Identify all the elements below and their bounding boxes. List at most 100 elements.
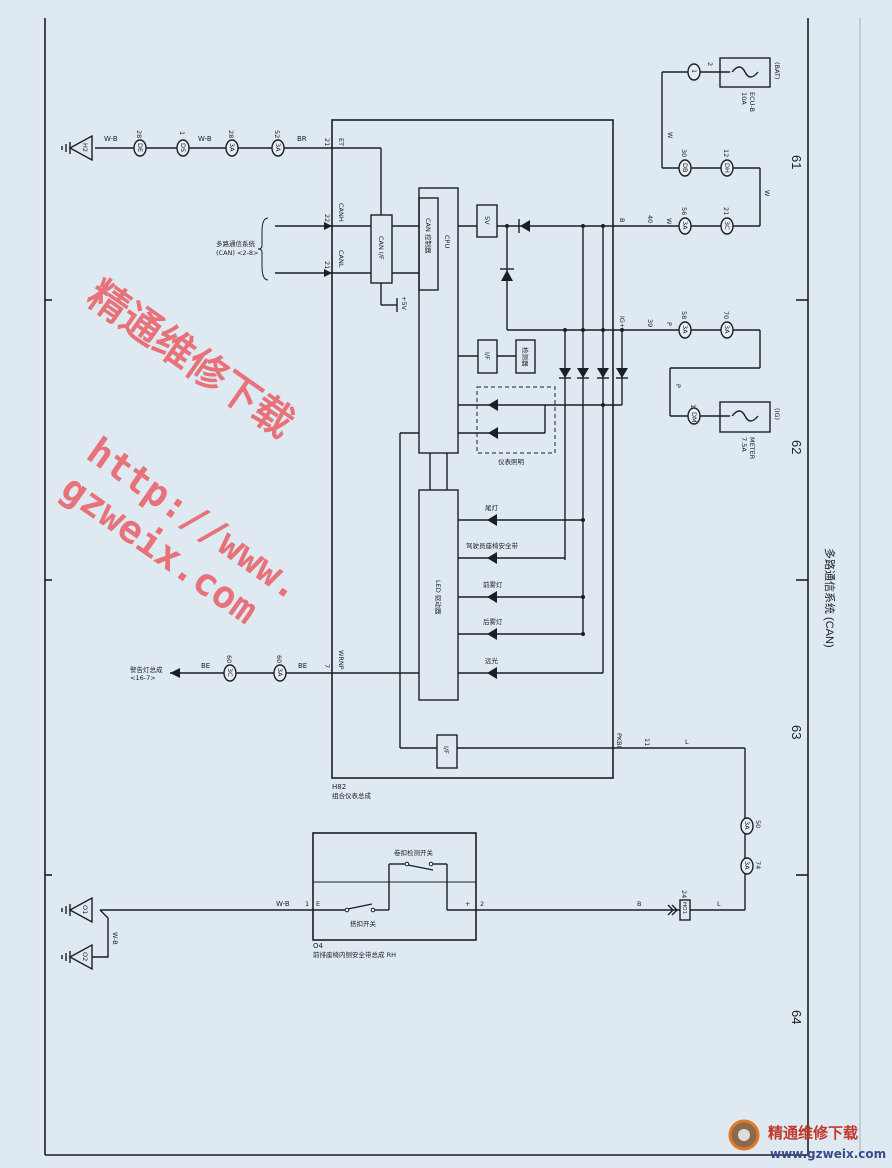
connector-id: DE — [136, 143, 144, 152]
connector-pin: 70 — [722, 311, 730, 319]
connector-pin: 12 — [722, 149, 730, 157]
wire-label: W — [666, 132, 674, 139]
led-label-front-fog: 前雾灯 — [483, 580, 503, 589]
fuse-name: METER — [748, 437, 756, 460]
wire-label: P — [674, 384, 682, 388]
pin-number: 39 — [646, 319, 654, 327]
logo: 精通维修下载 www.gzweix.com — [728, 1119, 886, 1161]
connector-id: 3A — [743, 821, 751, 830]
connector-pin: 52 — [273, 130, 281, 138]
can-controller-box — [418, 197, 439, 291]
led-driver-label: LED 驱动器 — [434, 580, 442, 615]
plus-5v-label: +5V — [400, 296, 408, 311]
page-title: 多路通信系统 (CAN) — [823, 548, 837, 648]
indicator-leds — [458, 514, 603, 679]
fuse-icon — [731, 410, 759, 422]
logo-cn: 精通维修下载 — [768, 1124, 858, 1142]
page-number-63: 63 — [789, 725, 804, 739]
connector-ds-icon — [176, 139, 190, 157]
connector-pin: 1 — [178, 131, 186, 135]
connector-de-icon — [133, 139, 147, 157]
connector-id: DS — [179, 143, 187, 152]
fuse-name: ECU-B — [748, 92, 756, 112]
switch-upper-label: 卷扣检测开关 — [394, 848, 434, 857]
connector-id: 3A — [723, 325, 731, 334]
connector-3a-52-icon — [271, 139, 285, 157]
led-label-tail: 尾灯 — [485, 503, 499, 512]
page-frame — [44, 18, 861, 1156]
pin-number: 21 — [323, 261, 331, 269]
connector-pin: 1 — [689, 404, 697, 408]
logo-url: www.gzweix.com — [770, 1147, 886, 1161]
fuse-icon — [731, 66, 759, 78]
connector-pin: 60 — [275, 655, 283, 663]
connector-pin: 74 — [754, 861, 762, 869]
led-label-high-beam: 远光 — [485, 656, 499, 665]
wire-label: W — [763, 190, 771, 197]
led-label-rear-fog: 后雾灯 — [483, 617, 503, 626]
connector-pin: 58 — [680, 311, 688, 319]
can-bus-label: 多路通信系统 — [216, 239, 256, 248]
connector-id: DB — [681, 163, 689, 172]
can-bus — [257, 217, 371, 281]
fuse-ecu-b-box — [719, 57, 771, 88]
warning-dest-ref: <16-7> — [130, 674, 156, 682]
terminal-label: + — [465, 900, 470, 908]
diode-icon — [501, 270, 513, 281]
wire-label: L — [717, 900, 721, 908]
connector-id: 3A — [743, 861, 751, 870]
wire-label: W-B — [104, 135, 118, 143]
junction-label: HO1 — [681, 902, 687, 914]
connector-pin: 56 — [680, 207, 688, 215]
connector-id: DM — [690, 412, 698, 423]
canh-label: CANH — [337, 203, 345, 222]
wire-label: W-B — [111, 932, 119, 945]
if2-box — [436, 734, 458, 769]
ground-o1-label: O1 — [81, 905, 89, 914]
fuse-rating: 10A — [740, 92, 748, 105]
wire-label: BE — [201, 662, 210, 670]
battery-power-circuit — [640, 57, 771, 235]
ignition-power-circuit — [640, 321, 771, 433]
can-bus-label-ref: (CAN) <2-8> — [216, 249, 259, 257]
o4-seatbelt-assembly — [61, 832, 477, 971]
ground-o2-label: O2 — [81, 952, 89, 961]
wire-label: B — [637, 900, 641, 908]
connector-id: 3C — [723, 221, 731, 230]
page-number-64: 64 — [789, 1010, 804, 1024]
pin-number: 22 — [323, 214, 331, 222]
if2-label: I/F — [442, 746, 450, 754]
connector-id: 3A — [681, 325, 689, 334]
warning-dest: 警告灯总成 — [130, 665, 163, 674]
terminal-label: ET — [337, 138, 345, 146]
fuse-source: (BAT) — [773, 62, 781, 79]
wire-label: P — [665, 322, 673, 326]
connector-pin: 28 — [135, 130, 143, 138]
can-if-label: CAN I/F — [377, 236, 385, 260]
regulator-5v-box — [476, 204, 498, 238]
diode-icon — [520, 220, 530, 232]
ground-h2-label: H2 — [81, 143, 89, 152]
top-ground-circuit — [61, 134, 382, 215]
page-number-61: 61 — [789, 155, 804, 169]
pin-number: 2 — [480, 900, 484, 908]
terminal-label: PKBI — [615, 733, 623, 748]
connector-pin: 50 — [754, 820, 762, 828]
terminal-label: WRNP — [337, 650, 345, 670]
illumination-group — [476, 386, 556, 454]
detector-label: 检测器 — [521, 347, 530, 367]
connector-id: 3A — [228, 143, 236, 152]
connector-id: 3A — [274, 143, 282, 152]
fuse-source: (IG) — [773, 408, 781, 420]
o4-code: O4 — [313, 942, 324, 950]
connector-pin: 2 — [706, 62, 714, 66]
terminal-label: IG+ — [618, 316, 626, 328]
wire-label: W-B — [198, 135, 212, 143]
wire-label: BE — [298, 662, 307, 670]
regulator-5v-label: 5V — [483, 216, 491, 225]
h82-code: H82 — [332, 783, 346, 791]
connector-id: 3A — [276, 668, 284, 677]
illumination-leds — [458, 399, 622, 439]
pin-number: 1 — [305, 900, 309, 908]
h82-combination-meter — [192, 119, 745, 779]
